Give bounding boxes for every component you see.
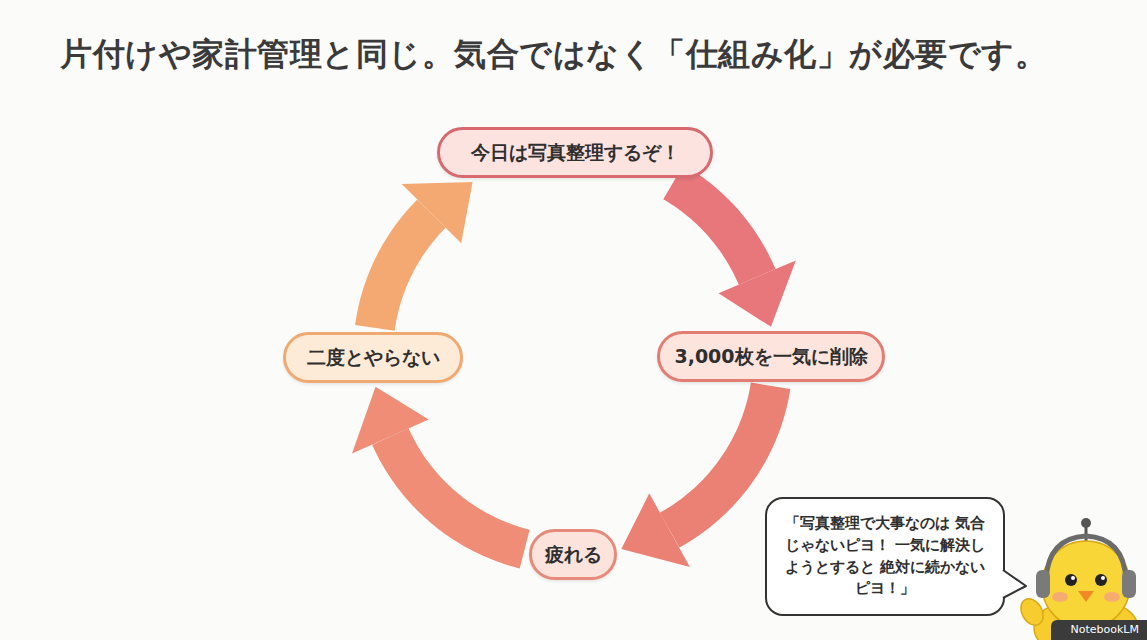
headphone-band <box>1046 536 1126 580</box>
chick-wing <box>1016 595 1047 629</box>
arrow-head <box>718 260 795 326</box>
slide-title: 片付けや家計管理と同じ。気合ではなく「仕組み化」が必要です。 <box>60 33 1047 77</box>
cycle-arrow <box>673 182 795 327</box>
bubble-tail <box>1002 570 1026 598</box>
node-text: 今日は写真整理するぞ！ <box>452 140 698 165</box>
eye-highlight <box>1101 576 1105 580</box>
speech-bubble: 「写真整理で大事なのは 気合じゃないピヨ！ 一気に解決しようとすると 絶対に続か… <box>765 497 1005 616</box>
chick-cheek <box>1052 592 1068 602</box>
antenna <box>1085 526 1088 548</box>
chick-eye <box>1065 574 1077 586</box>
headphone-cup <box>1036 570 1050 598</box>
arrow-shaft <box>390 437 524 550</box>
arrow-shaft <box>673 182 757 277</box>
arrow-shaft <box>375 214 432 328</box>
cycle-step: 3,000枚を一気に削除 <box>657 331 885 382</box>
bubble-tail-outline <box>1003 570 1026 598</box>
arrow-shaft <box>670 386 771 530</box>
arrow-head <box>402 182 473 243</box>
cycle-arrow <box>375 182 473 328</box>
cycle-arrow <box>621 386 770 567</box>
chick-cheek <box>1104 592 1120 602</box>
cycle-step: 今日は写真整理するぞ！ <box>437 127 713 178</box>
cycle-arrow <box>352 387 525 549</box>
cycle-step: 疲れる <box>529 529 617 580</box>
chick-eye <box>1095 574 1107 586</box>
node-text: 二度とやらない <box>298 345 448 370</box>
chick-head <box>1042 541 1130 629</box>
arrow-head <box>352 387 429 454</box>
chick-beak <box>1078 591 1094 602</box>
eye-highlight <box>1071 576 1075 580</box>
arrow-head <box>621 493 690 567</box>
node-text: 3,000枚を一気に削除 <box>672 344 870 369</box>
headphone-cup <box>1122 570 1136 598</box>
node-text: 疲れる <box>544 542 602 567</box>
node-text: 「写真整理で大事なのは 気合じゃないピヨ！ 一気に解決しようとすると 絶対に続か… <box>783 513 987 600</box>
watermark: NotebookLM <box>1051 620 1147 640</box>
antenna-ball <box>1081 518 1091 528</box>
cycle-step: 二度とやらない <box>283 332 463 383</box>
